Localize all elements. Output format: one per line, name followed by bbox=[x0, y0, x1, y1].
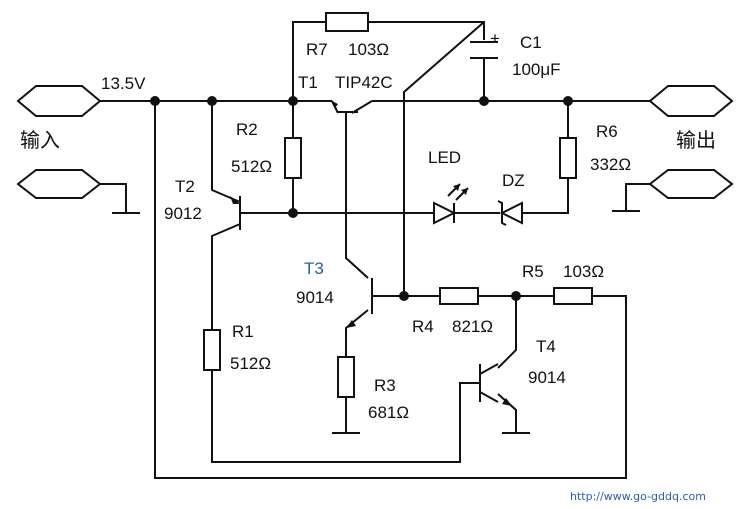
c1-value: 100μF bbox=[512, 60, 561, 79]
t1-ref: T1 bbox=[298, 73, 318, 92]
input-terminal-negative bbox=[16, 169, 102, 199]
r5-value: 103Ω bbox=[563, 262, 604, 281]
transistor-t1 bbox=[331, 100, 373, 130]
r2-ref: R2 bbox=[236, 120, 258, 139]
c1-ref: C1 bbox=[520, 33, 542, 52]
r2-value: 512Ω bbox=[231, 157, 272, 176]
t2-value: 9012 bbox=[164, 204, 202, 223]
output-ground-symbol bbox=[612, 183, 650, 212]
t2-ref: T2 bbox=[175, 177, 195, 196]
led-ref: LED bbox=[428, 148, 461, 167]
wires bbox=[100, 21, 650, 479]
output-terminal-positive bbox=[648, 85, 734, 117]
resistor-r2 bbox=[284, 137, 302, 179]
transistor-t4 bbox=[479, 363, 512, 406]
r4-value: 821Ω bbox=[452, 317, 493, 336]
c1-polarity: + bbox=[490, 29, 500, 48]
t3-label-mask bbox=[262, 226, 338, 292]
t3-value: 9014 bbox=[296, 288, 334, 307]
t4-value: 9014 bbox=[528, 368, 566, 387]
r5-ref: R5 bbox=[522, 262, 544, 281]
transistor-t2 bbox=[230, 196, 241, 230]
r7-ref: R7 bbox=[306, 40, 328, 59]
input-label: 输入 bbox=[20, 128, 60, 152]
led-diode bbox=[433, 183, 469, 225]
output-terminal-negative bbox=[648, 169, 734, 199]
dz-ref: DZ bbox=[502, 171, 525, 190]
r6-value: 332Ω bbox=[590, 155, 631, 174]
resistor-r1 bbox=[203, 329, 221, 371]
t4-ref: T4 bbox=[536, 337, 556, 356]
capacitor-c1 bbox=[470, 41, 498, 68]
zener-diode-dz bbox=[497, 200, 523, 226]
r1-value: 512Ω bbox=[230, 354, 271, 373]
resistor-r5 bbox=[553, 287, 593, 305]
junction-dots bbox=[150, 96, 573, 301]
resistor-r3 bbox=[337, 356, 355, 398]
resistor-r4 bbox=[439, 287, 479, 305]
r3-value: 681Ω bbox=[368, 403, 409, 422]
supply-voltage-label: 13.5V bbox=[101, 74, 146, 93]
input-terminal-positive bbox=[16, 85, 102, 117]
resistor-r6 bbox=[559, 137, 577, 179]
input-ground-symbol bbox=[100, 183, 140, 214]
transistor-t3 bbox=[346, 278, 373, 328]
resistor-r7 bbox=[325, 12, 369, 32]
r6-ref: R6 bbox=[596, 122, 618, 141]
t1-value: TIP42C bbox=[335, 73, 393, 92]
r4-ref: R4 bbox=[412, 317, 434, 336]
output-label: 输出 bbox=[676, 128, 716, 152]
watermark-url: http://www.go-gddq.com bbox=[570, 490, 706, 503]
r1-ref: R1 bbox=[232, 322, 254, 341]
t3-ref: T3 bbox=[304, 259, 324, 278]
r7-value: 103Ω bbox=[348, 40, 389, 59]
r3-ref: R3 bbox=[374, 376, 396, 395]
